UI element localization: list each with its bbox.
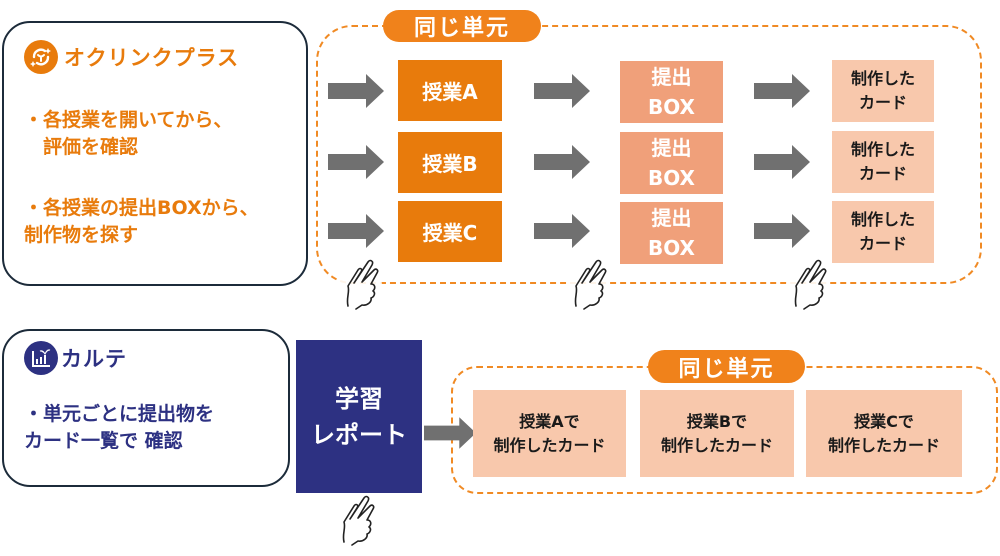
lesson-b-box[interactable]: 授業B [398,132,502,193]
created-card-a[interactable]: 制作したカード [832,60,934,122]
lesson-c-box[interactable]: 授業C [398,201,502,262]
arrow-icon [328,74,384,108]
karte-bullet: ・単元ごとに提出物を カード一覧で 確認 [24,403,215,452]
hand-pointer-icon [566,256,618,310]
okulink-bullet-1: ・各授業を開いてから、 評価を確認 [24,109,233,158]
hand-pointer-icon [334,492,386,546]
okulink-panel: オクリンクプラス ・各授業を開いてから、 評価を確認 ・各授業の提出BOXから、… [2,21,308,286]
karte-title-row: カルテ [24,341,127,375]
karte-card-a[interactable]: 授業Aで制作したカード [473,390,626,477]
okulink-same-unit-group [316,25,982,284]
karte-panel: カルテ ・単元ごとに提出物を カード一覧で 確認 [2,329,290,487]
created-card-b[interactable]: 制作したカード [832,131,934,193]
arrow-icon [534,214,590,248]
karte-chart-logo-icon [24,341,58,375]
created-card-c[interactable]: 制作したカード [832,201,934,263]
arrow-icon [328,214,384,248]
okulink-title-row: オクリンクプラス [24,40,239,74]
okulink-bullet-2: ・各授業の提出BOXから、 制作物を探す [24,197,259,246]
arrow-icon [424,416,476,450]
arrow-icon [534,74,590,108]
arrow-icon [754,145,810,179]
karte-same-unit-label: 同じ単元 [648,350,805,383]
okulink-title: オクリンクプラス [64,46,240,70]
arrow-icon [754,74,810,108]
learning-report-button[interactable]: 学習レポート [296,340,422,493]
hand-pointer-icon [786,256,838,310]
okulink-logo-icon [24,40,58,74]
karte-card-b[interactable]: 授業Bで制作したカード [640,390,794,477]
okulink-same-unit-label: 同じ単元 [383,10,541,42]
karte-title: カルテ [61,347,127,371]
arrow-icon [328,145,384,179]
arrow-icon [534,145,590,179]
lesson-a-box[interactable]: 授業A [398,60,502,121]
hand-pointer-icon [338,256,390,310]
arrow-icon [754,214,810,248]
karte-card-c[interactable]: 授業Cで制作したカード [806,390,962,477]
